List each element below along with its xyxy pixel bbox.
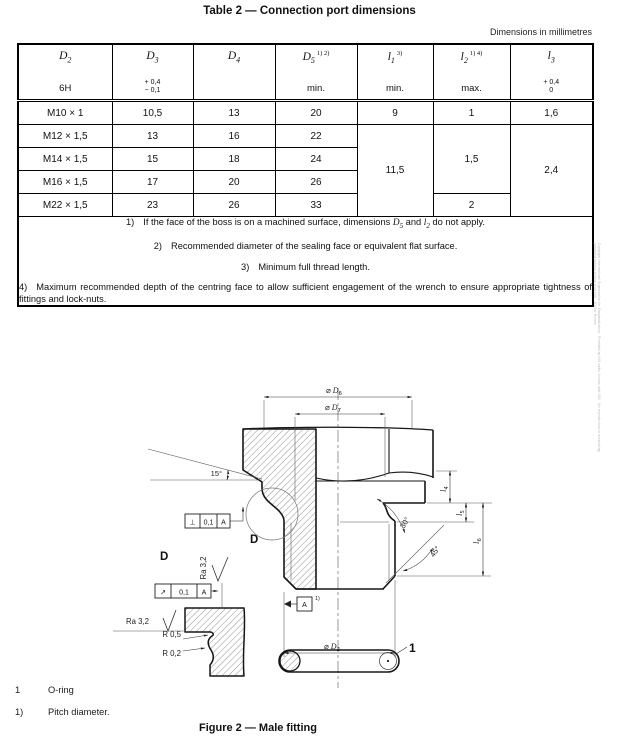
male-fitting-drawing: D ⌀D6 ⌀D7 l4 l5 l6 15° 30° bbox=[113, 386, 492, 688]
header-row: D2 6H D3 + 0,4− 0,1 D4 D51) 2) min. l13)… bbox=[17, 43, 594, 102]
col-header-d3: D3 + 0,4− 0,1 bbox=[111, 43, 194, 102]
table-row: M14 × 1,5 15 18 24 bbox=[17, 147, 593, 171]
figure-caption: Figure 2 — Male fitting bbox=[199, 722, 317, 734]
runout-tolerance-frame: ↗ 0,1 A bbox=[154, 583, 219, 599]
footnote-1: 1)If the face of the boss is on a machin… bbox=[125, 217, 486, 230]
svg-text:A: A bbox=[221, 520, 226, 527]
radius-callouts: R 0,5 R 0,2 bbox=[162, 630, 209, 658]
table-row: M22 × 1,5 23 26 33 2 bbox=[17, 193, 593, 217]
svg-text:0,1: 0,1 bbox=[179, 590, 189, 597]
footnote-4: 4)Maximum recommended depth of the centr… bbox=[19, 282, 592, 304]
svg-text:⌀D7: ⌀D7 bbox=[325, 403, 342, 414]
table-footnotes: 1)If the face of the boss is on a machin… bbox=[17, 216, 594, 307]
detail-view-d bbox=[184, 607, 246, 677]
license-watermark: Copyright International Organization for… bbox=[593, 243, 601, 452]
dim-d7: ⌀D7 bbox=[294, 403, 386, 500]
svg-text:15°: 15° bbox=[211, 469, 222, 478]
svg-text:45°: 45° bbox=[428, 544, 442, 558]
merged-cell-l2: 1,5 bbox=[432, 124, 511, 194]
table-title: Table 2 — Connection port dimensions bbox=[203, 5, 416, 17]
o-ring: 1 bbox=[278, 641, 416, 673]
table-row: M10 × 1 10,5 13 20 9 1 1,6 bbox=[17, 100, 594, 125]
col-header-l1: l13) min. bbox=[356, 43, 434, 102]
fitting-section-left bbox=[242, 428, 317, 590]
units-note: Dimensions in millimetres bbox=[489, 27, 592, 37]
svg-text:l5: l5 bbox=[455, 510, 466, 516]
footnotes-row: 1)If the face of the boss is on a machin… bbox=[17, 216, 594, 307]
perpendicularity-tolerance-frame: ⊥ 0,1 A bbox=[184, 506, 245, 529]
connection-port-dimensions-table: D2 6H D3 + 0,4− 0,1 D4 D51) 2) min. l13)… bbox=[17, 43, 594, 308]
dim-l5: l5 bbox=[397, 502, 474, 523]
svg-text:⊥: ⊥ bbox=[189, 520, 195, 527]
svg-text:Ra 3,2: Ra 3,2 bbox=[199, 557, 208, 580]
footnote-2: 2)Recommended diameter of the sealing fa… bbox=[153, 241, 458, 252]
svg-text:R 0,5: R 0,5 bbox=[162, 630, 181, 639]
o-ring-ref-number: 1 bbox=[409, 641, 416, 655]
svg-text:⌀D6: ⌀D6 bbox=[326, 386, 343, 397]
detail-circle-label: D bbox=[250, 534, 258, 546]
col-header-d5: D51) 2) min. bbox=[274, 43, 358, 102]
svg-text:l6: l6 bbox=[472, 538, 483, 544]
table-row: M12 × 1,5 13 16 22 11,5 1,5 2,4 bbox=[17, 124, 594, 217]
svg-text:⌀D2: ⌀D2 bbox=[324, 642, 340, 653]
dim-l4: l4 bbox=[427, 470, 492, 504]
detail-view-title: D bbox=[160, 551, 168, 563]
dim-d2: ⌀D2 bbox=[283, 580, 396, 657]
svg-text:1): 1) bbox=[315, 596, 320, 602]
svg-text:↗: ↗ bbox=[160, 590, 166, 597]
svg-text:Ra 3,2: Ra 3,2 bbox=[126, 617, 149, 626]
svg-text:0,1: 0,1 bbox=[204, 520, 214, 527]
surface-roughness-horizontal: Ra 3,2 bbox=[113, 609, 185, 633]
surface-roughness-vertical: Ra 3,2 bbox=[199, 557, 229, 607]
col-header-d4: D4 bbox=[192, 43, 276, 102]
dim-l6: l6 bbox=[397, 502, 491, 577]
svg-text:A: A bbox=[302, 602, 307, 609]
datum-a-flag: A 1) bbox=[284, 596, 320, 612]
merged-cell-l1: 11,5 bbox=[356, 124, 434, 217]
angle-15-callout: 15° bbox=[147, 448, 263, 481]
detail-circle bbox=[245, 487, 299, 541]
svg-text:30°: 30° bbox=[398, 516, 411, 530]
col-header-l2: l21) 4) max. bbox=[432, 43, 511, 102]
svg-text:l4: l4 bbox=[439, 486, 450, 492]
dim-d6: ⌀D6 bbox=[263, 386, 413, 428]
svg-text:R 0,2: R 0,2 bbox=[162, 649, 181, 658]
footnote-3: 3)Minimum full thread length. bbox=[241, 261, 370, 272]
svg-text:A: A bbox=[202, 590, 207, 597]
merged-cell-l3: 2,4 bbox=[509, 124, 594, 217]
col-header-d2: D2 6H bbox=[17, 43, 113, 102]
